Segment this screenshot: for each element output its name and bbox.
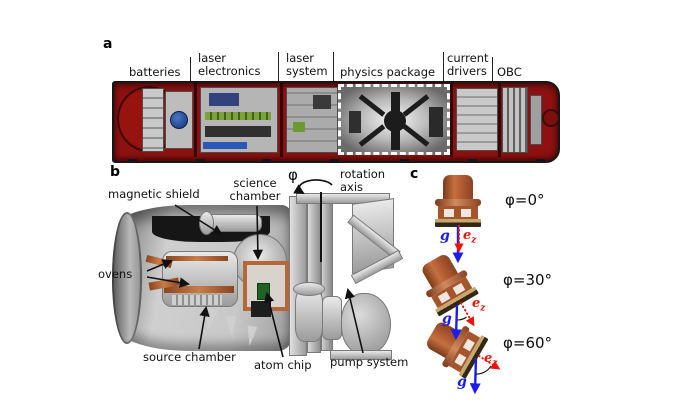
- section-label-physics-package: physics package: [340, 65, 436, 79]
- gravity-vector-label: g: [440, 228, 450, 244]
- label-source-chamber: source chamber: [143, 350, 236, 364]
- ez-base: e: [463, 228, 472, 243]
- laser-electronics-module: [200, 87, 278, 153]
- rocket-mount-foot: [196, 159, 205, 163]
- rocket-payload-cross-section: [112, 81, 560, 163]
- chamber-arm: [358, 94, 386, 117]
- ez-vector-label: ez: [484, 351, 497, 369]
- bulkhead: [498, 83, 501, 157]
- pump-cylinder: [295, 288, 323, 342]
- electronics-rack: [205, 126, 271, 137]
- section-label-laser-electronics: laser electronics: [198, 51, 261, 78]
- bulkhead: [280, 83, 283, 157]
- copper-strip: [166, 256, 228, 261]
- label-atom-chip: atom chip: [254, 358, 312, 372]
- label-magnetic-shield: magnetic shield: [108, 187, 200, 201]
- section-label-batteries: batteries: [129, 65, 181, 79]
- chip-assembly-30deg: [411, 247, 480, 317]
- frame-window: [461, 209, 471, 217]
- label-phi-symbol: φ: [288, 166, 298, 184]
- chamber-flange: [429, 107, 443, 137]
- connector-row: [205, 112, 271, 120]
- ez-base: e: [472, 296, 481, 311]
- ez-sub: z: [492, 358, 498, 369]
- section-divider: [492, 57, 494, 81]
- label-ovens: ovens: [98, 267, 133, 281]
- physics-package-highlight: [338, 84, 450, 155]
- label-rotation-axis: rotation axis: [340, 167, 386, 194]
- rocket-mount-foot: [128, 159, 137, 163]
- circuit-board: [209, 93, 239, 106]
- mount-frame: [438, 206, 478, 219]
- gravity-vector-label: g: [457, 374, 467, 390]
- chamber-arm: [358, 124, 386, 147]
- section-label-obc: OBC: [497, 65, 522, 79]
- angle-label-30: φ=30°: [503, 271, 553, 289]
- label-science-chamber: science chamber: [229, 176, 281, 203]
- tube-flange: [199, 211, 214, 235]
- section-label-current-drivers: current drivers: [447, 51, 489, 78]
- chip-assembly-0deg: [433, 175, 483, 227]
- bulkhead: [450, 83, 453, 157]
- rocket-mount-foot: [400, 159, 409, 163]
- chamber-flange: [349, 111, 361, 133]
- chip-assembly-60deg: [419, 311, 489, 380]
- g-vector-60: [469, 357, 481, 395]
- pump-cylinder: [322, 296, 342, 340]
- rocket-mount-foot: [330, 159, 339, 163]
- obc-module: [502, 87, 528, 153]
- board-green: [293, 122, 305, 132]
- frame-window: [444, 209, 454, 217]
- rocket-mount-foot: [536, 159, 545, 163]
- section-divider: [278, 52, 280, 81]
- label-pump-system: pump system: [330, 355, 409, 369]
- ez-sub: z: [471, 235, 477, 246]
- panel-b-letter: b: [110, 164, 121, 180]
- optics-box: [313, 95, 331, 109]
- angle-label-0: φ=0°: [505, 191, 545, 209]
- gravity-vector-label: g: [442, 311, 452, 327]
- copper-strip: [164, 286, 234, 293]
- port-circle: [170, 111, 188, 129]
- section-label-laser-system: laser system: [286, 51, 328, 78]
- panel-a-letter: a: [103, 36, 113, 52]
- magnetic-shield-open-end: [112, 212, 142, 344]
- aft-structure: [530, 95, 542, 145]
- battery-module: [165, 91, 193, 149]
- detector-box: [251, 301, 271, 317]
- pump-body: [341, 293, 391, 355]
- laser-system-module: [286, 87, 338, 153]
- section-divider: [333, 52, 335, 81]
- pump-cylinder-cap: [293, 282, 325, 296]
- atom-chip-plate: [435, 219, 481, 227]
- ez-vector-label: ez: [472, 296, 485, 314]
- atom-chip-render: [257, 283, 270, 300]
- ez-vector-label: ez: [463, 228, 476, 246]
- copper-collar: [435, 199, 481, 206]
- chamber-hub: [384, 110, 406, 132]
- rocket-mount-foot: [262, 159, 271, 163]
- ez-sub: z: [480, 303, 486, 314]
- aft-port: [542, 109, 558, 127]
- angle-label-60: φ=60°: [503, 334, 553, 352]
- panel-c-letter: c: [410, 166, 419, 182]
- section-divider: [443, 52, 445, 81]
- current-drivers-module: [456, 88, 498, 151]
- chamber-arm: [402, 124, 430, 147]
- chamber-arm: [402, 94, 430, 117]
- copper-cup: [443, 175, 473, 200]
- circuit-strip: [203, 142, 247, 149]
- bulkhead: [194, 83, 197, 157]
- section-divider: [190, 57, 192, 81]
- heat-sink-ridges: [172, 295, 222, 305]
- rocket-mount-foot: [468, 159, 477, 163]
- rotation-arrow: [293, 179, 333, 195]
- battery-stack: [142, 88, 164, 152]
